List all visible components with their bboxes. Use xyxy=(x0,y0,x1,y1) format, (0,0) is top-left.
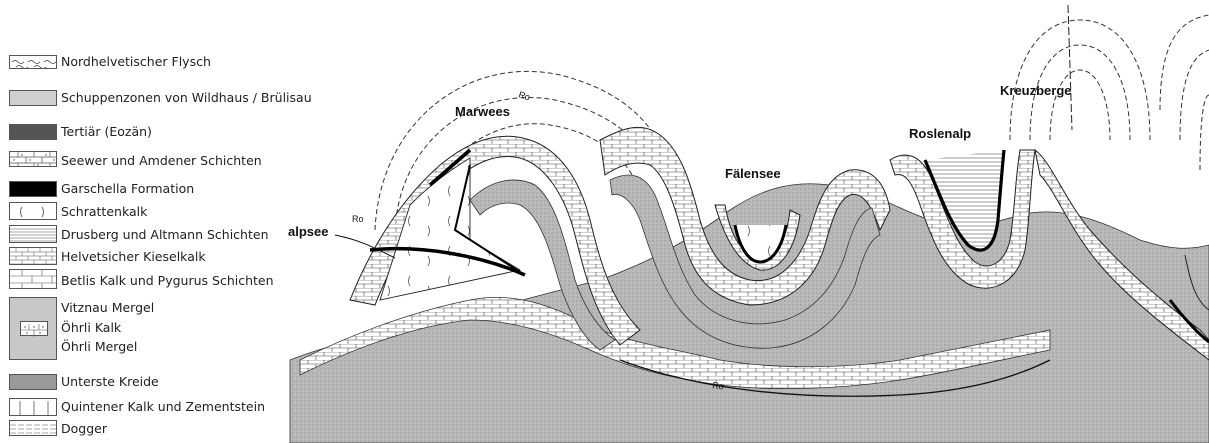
legend-label-drusberg: Drusberg und Altmann Schichten xyxy=(61,227,269,243)
label-falensee: Fälensee xyxy=(725,166,781,181)
legend-swatch-quintener xyxy=(9,398,57,416)
legend-label-quintener: Quintener Kalk und Zementstein xyxy=(61,399,265,415)
legend-label-seewer: Seewer und Amdener Schichten xyxy=(61,153,262,169)
geological-cross-section: Marwees Fälensee Roslenalp Kreuzberge al… xyxy=(285,0,1209,443)
legend-label-vitznau: Vitznau Mergel xyxy=(61,300,154,316)
label-ro-bottom: Ro xyxy=(712,380,725,392)
legend: Nordhelvetischer Flysch Schuppenzonen vo… xyxy=(0,0,300,443)
legend-label-oehrli-mergel: Öhrli Mergel xyxy=(61,339,137,355)
label-ro-top: Ro xyxy=(517,89,531,102)
legend-swatch-betlis xyxy=(9,269,57,289)
legend-swatch-vitznau-oehrli xyxy=(9,297,57,360)
label-ro-left: Ro xyxy=(352,214,364,224)
label-marwees: Marwees xyxy=(455,104,510,119)
legend-label-schuppenzonen: Schuppenzonen von Wildhaus / Brülisau xyxy=(61,90,312,106)
legend-swatch-unterste-kreide xyxy=(9,374,57,390)
label-alpsee: alpsee xyxy=(288,224,328,239)
legend-swatch-seewer xyxy=(9,151,57,167)
legend-label-garschella: Garschella Formation xyxy=(61,181,194,197)
legend-swatch-dogger xyxy=(9,420,57,436)
legend-label-schrattenkalk: Schrattenkalk xyxy=(61,204,147,220)
legend-swatch-flysch xyxy=(9,55,57,69)
legend-label-flysch: Nordhelvetischer Flysch xyxy=(61,54,211,70)
legend-swatch-drusberg xyxy=(9,225,57,243)
legend-swatch-schrattenkalk xyxy=(9,202,57,220)
legend-label-betlis: Betlis Kalk und Pygurus Schichten xyxy=(61,273,274,289)
legend-swatch-oehrli-kalk xyxy=(20,321,48,336)
legend-label-unterste-kreide: Unterste Kreide xyxy=(61,374,159,390)
label-roslenalp: Roslenalp xyxy=(909,126,971,141)
label-kreuzberge: Kreuzberge xyxy=(1000,83,1072,98)
legend-swatch-tertiaer xyxy=(9,124,57,140)
legend-label-oehrli-kalk: Öhrli Kalk xyxy=(61,320,121,336)
legend-swatch-kieselkalk xyxy=(9,247,57,265)
legend-label-dogger: Dogger xyxy=(61,421,107,437)
legend-swatch-garschella xyxy=(9,181,57,197)
fault-line xyxy=(1068,5,1072,130)
legend-label-tertiaer: Tertiär (Eozän) xyxy=(61,124,152,140)
legend-swatch-schuppenzonen xyxy=(9,90,57,106)
legend-label-kieselkalk: Helvetsicher Kieselkalk xyxy=(61,249,206,265)
